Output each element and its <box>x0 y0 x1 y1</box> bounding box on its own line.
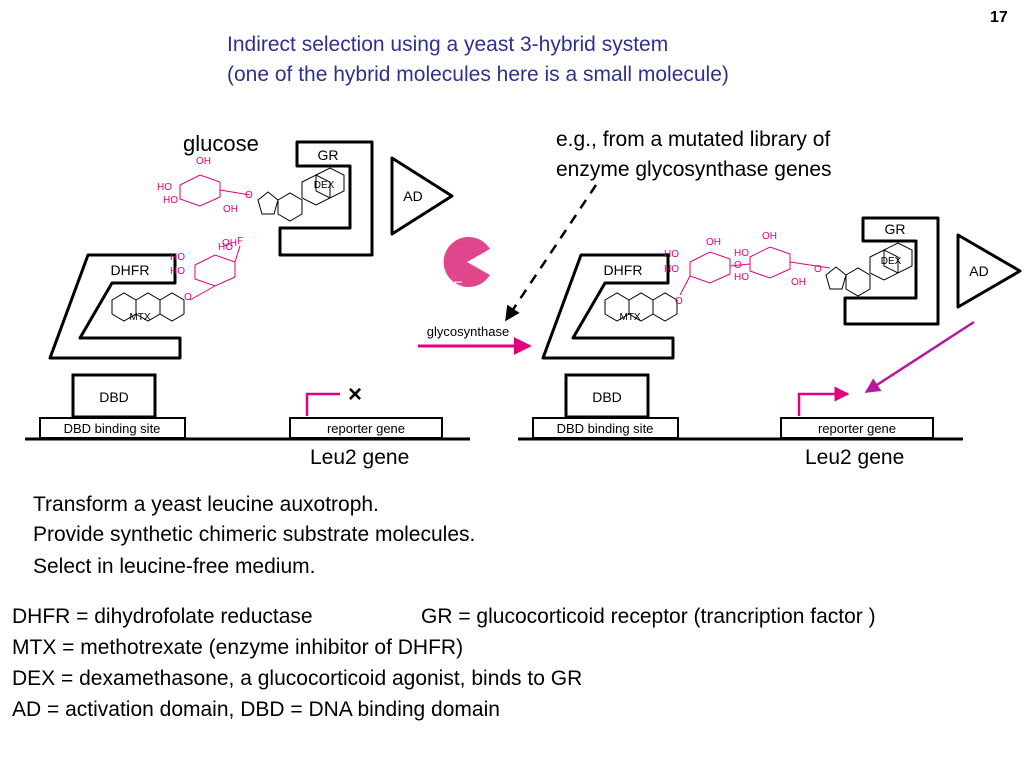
dbd-domain-left: DBD <box>71 373 157 419</box>
svg-text:O: O <box>245 190 253 201</box>
svg-text:HO: HO <box>218 242 233 253</box>
svg-text:O: O <box>184 292 192 303</box>
svg-text:OH: OH <box>223 204 238 215</box>
page-number: 17 <box>990 9 1008 26</box>
glycosynthase-label: glycosynthase <box>427 324 509 339</box>
svg-text:DEX: DEX <box>314 180 335 191</box>
glucose-label: glucose <box>183 131 259 156</box>
reporter-gene-left: reporter gene <box>289 417 443 439</box>
step-select: Select in leucine-free medium. <box>33 555 316 578</box>
svg-text:HO: HO <box>157 182 172 193</box>
svg-text:HO: HO <box>163 195 178 206</box>
svg-text:O: O <box>814 264 822 275</box>
dbd-binding-site-right: DBD binding site <box>532 417 679 439</box>
dhfr-domain-left: DHFR MTX <box>48 253 185 360</box>
promoter-arrow-right <box>797 386 850 416</box>
svg-text:DHFR: DHFR <box>604 262 643 278</box>
step-transform: Transform a yeast leucine auxotroph. <box>33 493 379 516</box>
svg-text:OH: OH <box>706 237 721 248</box>
gr-domain-left: GR DEX <box>257 140 374 257</box>
ad-domain-right: AD <box>956 233 1022 309</box>
svg-text:HO: HO <box>170 252 185 263</box>
glycosynthase-enzyme: E glycosynthase <box>418 236 532 355</box>
fluoro-sugar-left: O HO HO HO OH F <box>170 236 243 303</box>
svg-text:HO: HO <box>664 249 679 260</box>
dbd-domain-right: DBD <box>564 373 650 419</box>
svg-text:MTX: MTX <box>619 312 640 323</box>
svg-text:DHFR: DHFR <box>111 262 150 278</box>
leu2-gene-label-left: Leu2 gene <box>310 446 410 469</box>
dbd-site-text: DBD binding site <box>64 421 161 436</box>
left-panel: DBD binding site reporter gene × DBD DHF… <box>25 140 470 441</box>
definition-ad-dbd: AD = activation domain, DBD = DNA bindin… <box>12 698 500 721</box>
svg-text:F: F <box>237 236 243 247</box>
svg-text:HO: HO <box>734 248 749 259</box>
right-panel: DBD binding site reporter gene DBD DHFR … <box>518 216 1022 441</box>
definition-dex: DEX = dexamethasone, a glucocorticoid ag… <box>12 667 583 690</box>
svg-text:DBD binding site: DBD binding site <box>557 421 654 436</box>
slide-title: Indirect selection using a yeast 3-hybri… <box>227 33 669 56</box>
promoter-arrow-left <box>305 392 340 416</box>
ad-domain-left: AD <box>390 156 454 236</box>
svg-text:DBD: DBD <box>99 389 129 405</box>
svg-text:OH: OH <box>791 277 806 288</box>
step-provide-substrate: Provide synthetic chimeric substrate mol… <box>33 523 476 546</box>
reporter-text: reporter gene <box>327 421 405 436</box>
enzyme-pacman-icon <box>443 236 490 287</box>
glucose-molecule: OH HO HO OH O <box>157 156 253 215</box>
dashed-library-arrow <box>504 184 598 322</box>
definition-mtx: MTX = methotrexate (enzyme inhibitor of … <box>12 636 464 659</box>
svg-text:HO: HO <box>734 272 749 283</box>
disaccharide-product: O OH HO HO O OH HO HO OH O <box>664 231 831 307</box>
blocked-x-icon: × <box>348 381 362 408</box>
svg-text:AD: AD <box>969 263 988 279</box>
three-hybrid-diagram: DBD binding site reporter gene × DBD DHF… <box>25 140 1022 441</box>
svg-text:GR: GR <box>885 221 906 237</box>
svg-text:HO: HO <box>170 266 185 277</box>
svg-text:MTX: MTX <box>129 312 150 323</box>
svg-text:DEX: DEX <box>881 256 902 267</box>
dhfr-domain-right: DHFR MTX <box>541 253 678 360</box>
svg-text:GR: GR <box>318 147 339 163</box>
svg-text:DBD: DBD <box>592 389 622 405</box>
gr-domain-right: GR DEX <box>825 216 940 326</box>
library-note-line1: e.g., from a mutated library of <box>556 128 831 151</box>
svg-text:OH: OH <box>762 231 777 242</box>
dbd-binding-site-left: DBD binding site <box>39 417 186 439</box>
reporter-gene-right: reporter gene <box>780 417 934 439</box>
leu2-gene-label-right: Leu2 gene <box>805 446 905 469</box>
svg-text:O: O <box>734 260 742 271</box>
svg-text:reporter gene: reporter gene <box>818 421 896 436</box>
svg-text:O: O <box>675 296 683 307</box>
svg-text:OH: OH <box>196 156 211 167</box>
definition-dhfr: DHFR = dihydrofolate reductase <box>12 605 313 628</box>
library-note-line2: enzyme glycosynthase genes <box>556 158 832 181</box>
svg-text:HO: HO <box>664 264 679 275</box>
svg-text:AD: AD <box>403 188 422 204</box>
svg-text:OH: OH <box>222 238 237 249</box>
slide-subtitle: (one of the hybrid molecules here is a s… <box>227 63 729 86</box>
activation-arrow <box>864 320 975 394</box>
svg-text:E: E <box>453 278 462 294</box>
definition-gr: GR = glucocorticoid receptor (trancripti… <box>421 605 876 628</box>
